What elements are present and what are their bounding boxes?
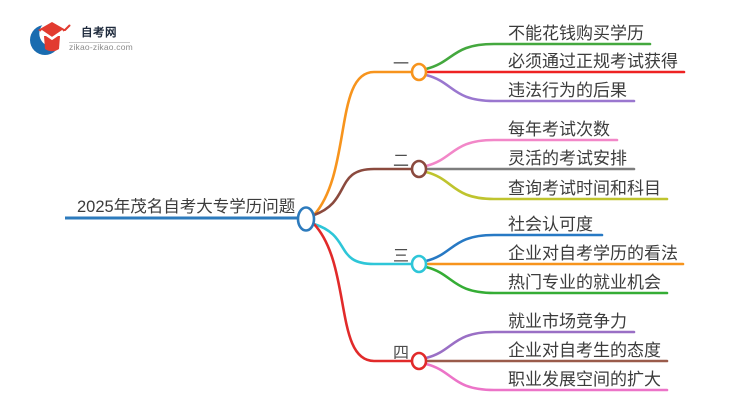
branch-2-label[interactable]: 二: [393, 153, 409, 170]
branch-1-subtopic-3-label[interactable]: 违法行为的后果: [508, 81, 627, 100]
branch-3-subtopic-1-label[interactable]: 社会认可度: [508, 215, 593, 234]
site-domain[interactable]: zikao-zikao.com: [69, 42, 133, 52]
branch-4-subtopic-3-label[interactable]: 职业发展空间的扩大: [508, 370, 661, 389]
branch-3-subtopic-2-label[interactable]: 企业对自考学历的看法: [508, 244, 678, 263]
branch-4-subtopic-2-label[interactable]: 企业对自考生的态度: [508, 341, 661, 360]
branch-4-subtopic-1-line: [424, 330, 636, 360]
branch-1-subtopic-1-line: [424, 42, 652, 71]
branch-1-curve: [312, 70, 413, 217]
branch-4-curve: [312, 222, 413, 363]
branch-2-subtopic-1-label[interactable]: 每年考试次数: [508, 120, 610, 139]
branch-3-subtopic-3-line: [424, 265, 669, 295]
branch-4-subtopic-3-line: [424, 362, 669, 392]
logo-cap-tassel: [64, 24, 71, 31]
branch-1-subtopic-1-label[interactable]: 不能花钱购买学历: [508, 24, 644, 43]
branch-1-label[interactable]: 一: [393, 56, 409, 73]
branch-2-subtopic-2-label[interactable]: 灵活的考试安排: [508, 149, 627, 168]
branch-1-node[interactable]: [410, 62, 428, 82]
root-node[interactable]: [296, 206, 316, 232]
branch-3-subtopic-1-line: [424, 233, 604, 263]
root-topic-label[interactable]: 2025年茂名自考大专学历问题: [77, 197, 295, 216]
logo-cap-base-icon: [44, 36, 60, 52]
site-name[interactable]: 自考网: [81, 25, 117, 39]
branch-3-label[interactable]: 三: [393, 248, 409, 265]
branch-2-subtopic-3-label[interactable]: 查询考试时间和科目: [508, 179, 661, 198]
logo-cap-fold: [40, 29, 64, 41]
branch-4-label[interactable]: 四: [393, 345, 409, 362]
branch-2-subtopic-1-line: [424, 138, 619, 168]
branch-1-subtopic-2-label[interactable]: 必须通过正规考试获得: [508, 52, 678, 71]
branch-4-node[interactable]: [410, 351, 428, 371]
branch-2-subtopic-3-line: [424, 170, 669, 201]
branch-1-subtopic-3-line: [424, 73, 636, 103]
branch-3-node[interactable]: [410, 254, 428, 274]
branch-4-subtopic-1-label[interactable]: 就业市场竞争力: [508, 312, 627, 331]
branch-3-subtopic-3-label[interactable]: 热门专业的就业机会: [508, 273, 661, 292]
branch-3-curve: [312, 222, 413, 266]
branch-2-curve: [312, 167, 413, 217]
branch-2-node[interactable]: [410, 159, 428, 179]
